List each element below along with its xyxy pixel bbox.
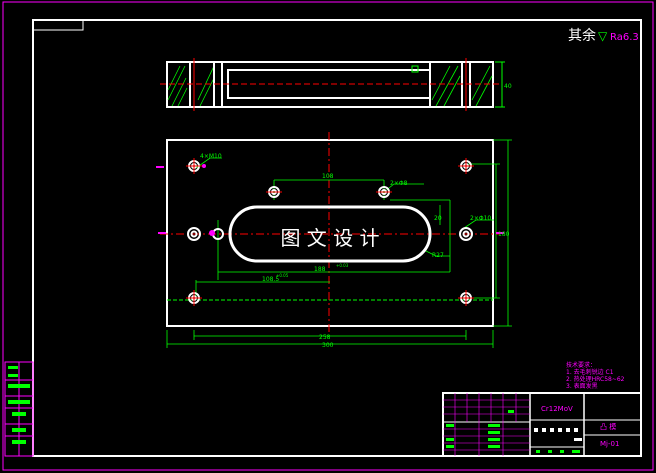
watermark-text: 图 文 设 计 [280, 226, 379, 250]
dim-hole-spacing-x: 258 [319, 334, 331, 341]
side-strip [4, 361, 34, 457]
dim-small: 20 [434, 215, 442, 222]
section-view: 40 [160, 58, 512, 111]
slot-outline [228, 205, 432, 263]
dim-hole-spec3: 2×Φ10 [470, 215, 491, 222]
title-material: Cr12MoV [541, 405, 573, 413]
tech-note-2: 2. 热处理HRC58~62 [566, 375, 625, 383]
filing-box [32, 19, 84, 31]
title-part-name: 凸 模 [600, 422, 616, 431]
dim-overall-width: 300 [322, 342, 334, 349]
plan-view: 258 300 108 188 108.5 180 4×M10 2×Φ8 2×Φ… [156, 132, 512, 349]
roughness-prefix: 其余 [568, 27, 596, 44]
title-drawing-no: Mj-01 [600, 440, 619, 448]
tech-notes: 技术要求： 1. 去毛刺锐边 C1 2. 热处理HRC58~62 3. 表面发黑 [566, 361, 625, 390]
dim-side-height: 40 [504, 83, 512, 90]
tech-note-3: 3. 表面发黑 [566, 382, 598, 390]
dim-tol2: +0.05 [276, 273, 289, 278]
dim-slot-offset: 108.5 [262, 276, 279, 283]
dim-tol1: +0.03 [336, 263, 349, 268]
roughness-symbol: ▽ [598, 29, 608, 43]
tech-note-1: 1. 去毛刺锐边 C1 [566, 368, 614, 376]
dim-right-height: 180 [498, 231, 510, 238]
dim-radius: R27 [432, 252, 444, 259]
title-block: Cr12MoV 凸 模 Mj-01 [442, 392, 642, 457]
dim-hole-spec2: 2×Φ8 [390, 180, 408, 187]
dim-slot-length: 188 [314, 266, 326, 273]
dim-hole-spec: 4×M10 [200, 153, 222, 160]
dim-inner-spacing: 108 [322, 173, 334, 180]
drawing-frame [32, 19, 642, 457]
tech-notes-title: 技术要求： [566, 361, 596, 369]
roughness-value: Ra6.3 [610, 32, 639, 43]
